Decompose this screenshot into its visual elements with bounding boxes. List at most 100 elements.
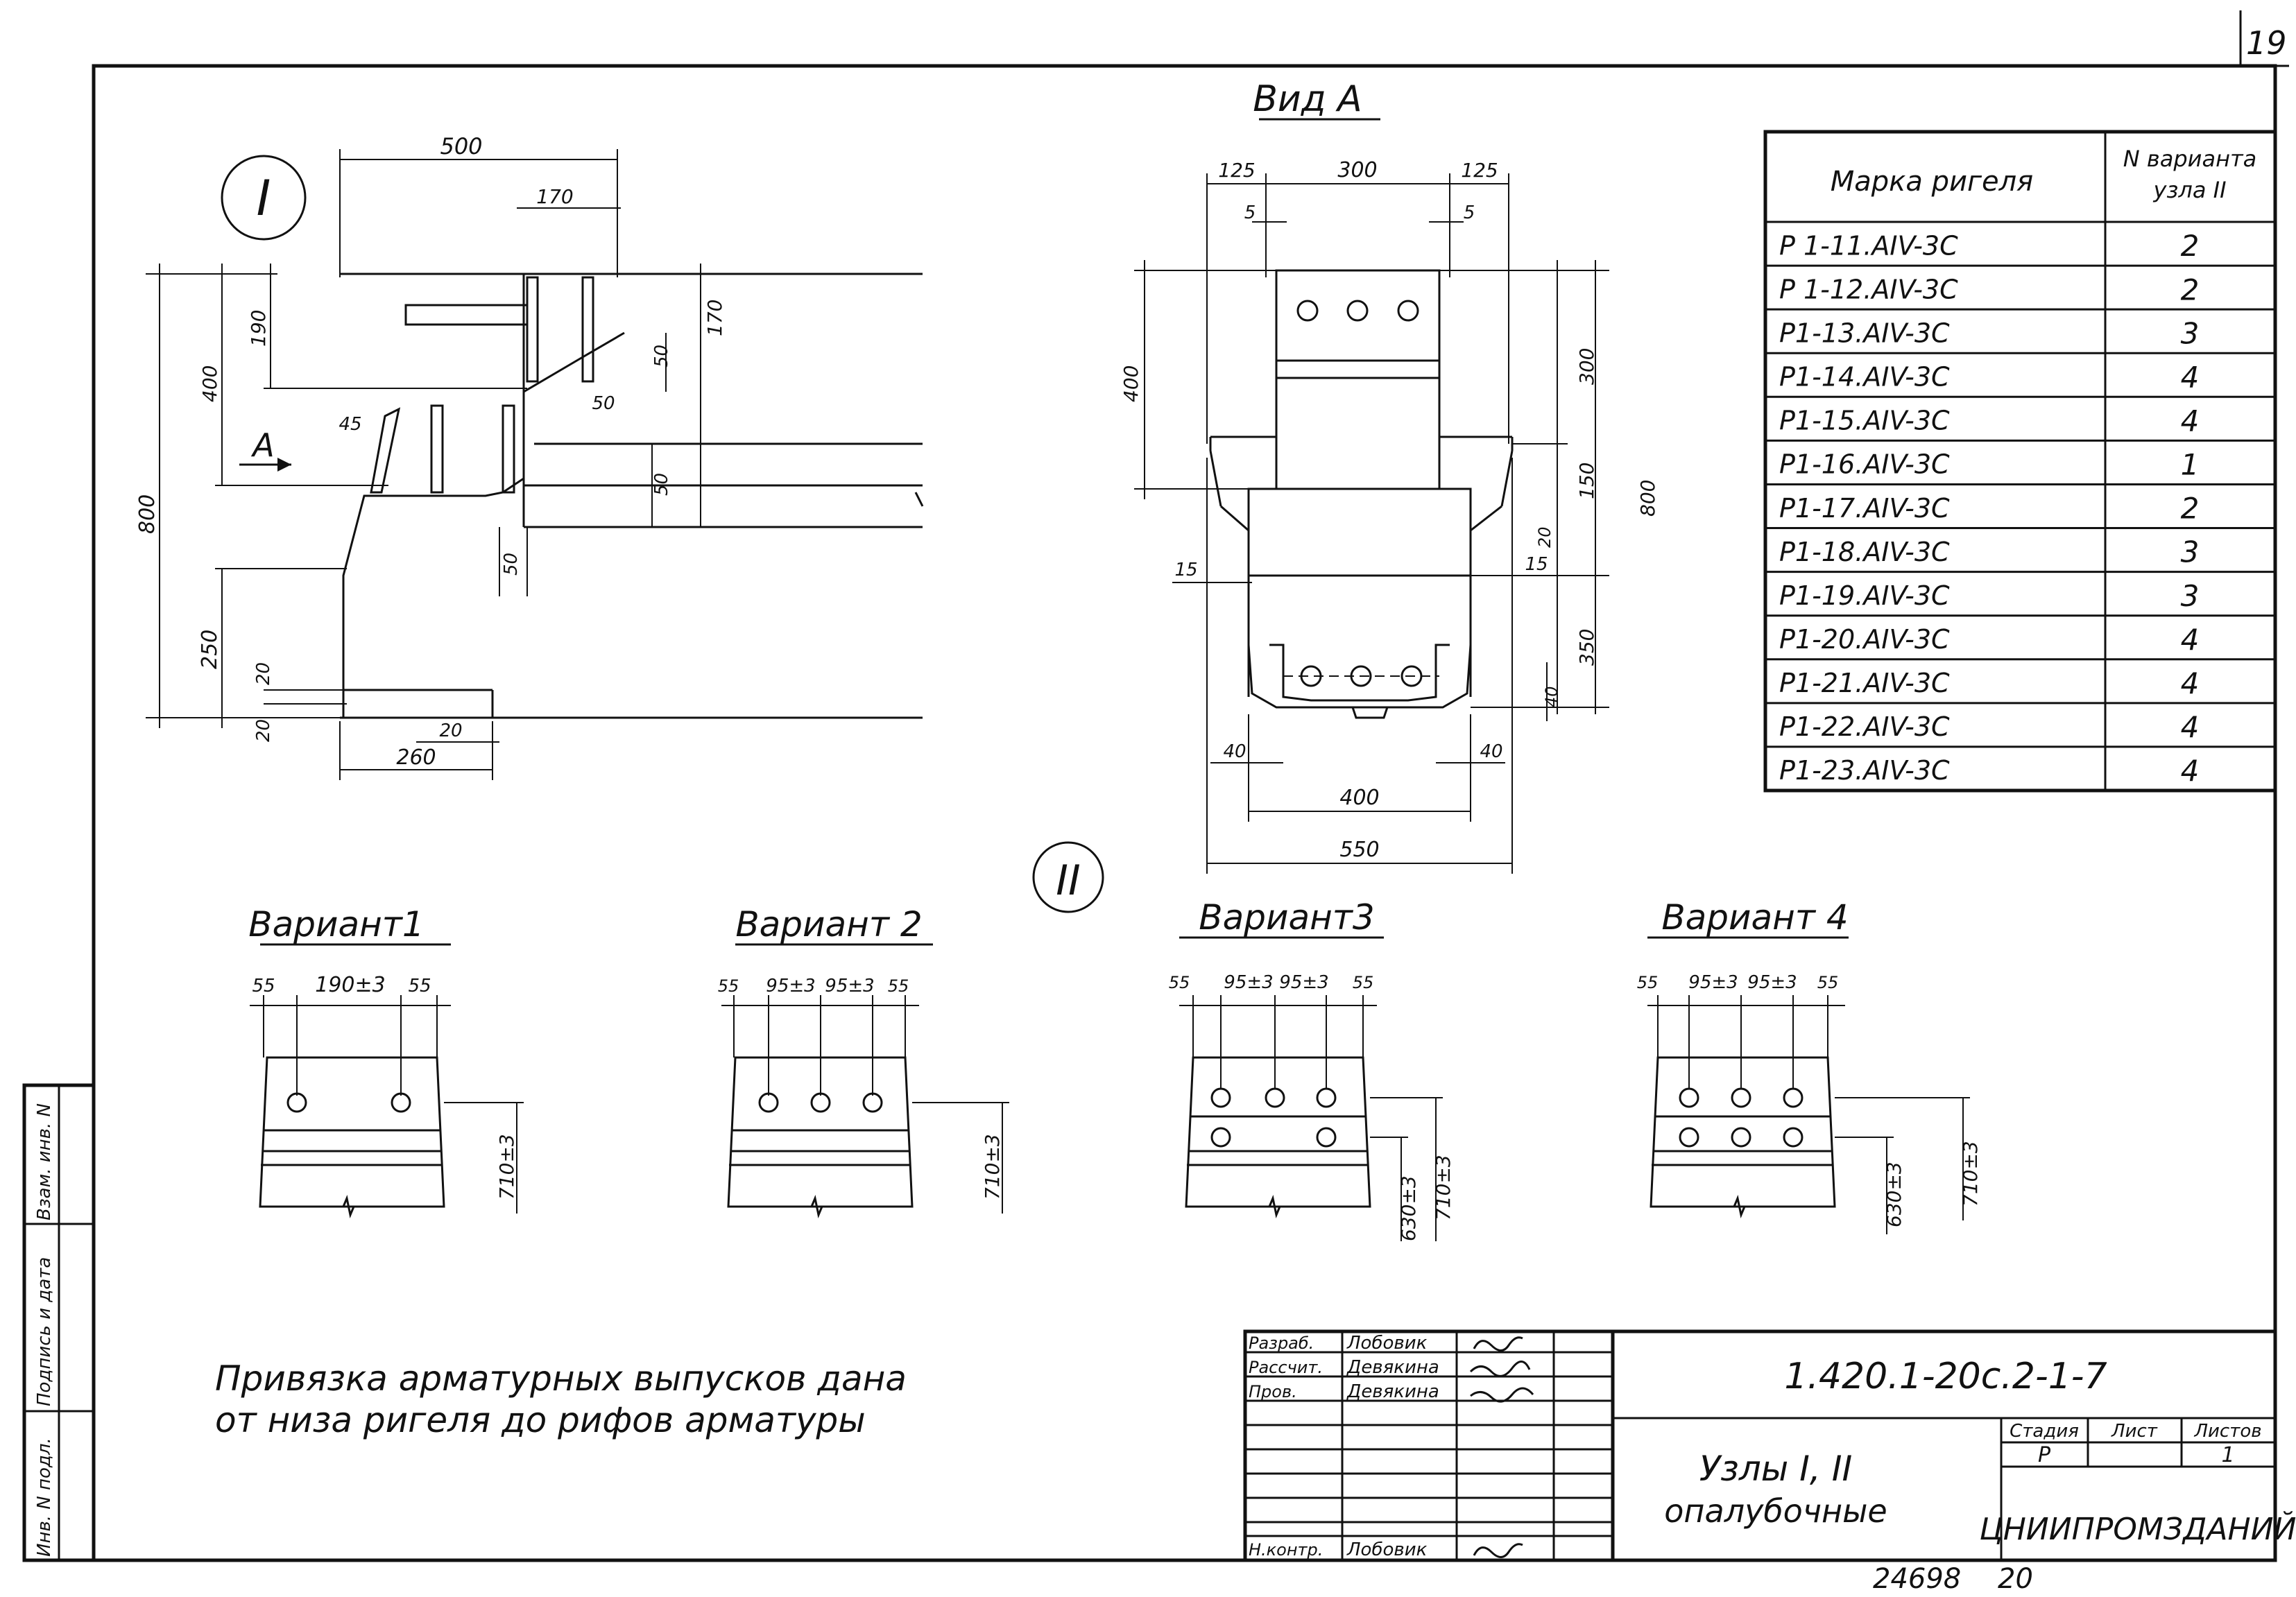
va-dim-300: 300 bbox=[1337, 158, 1377, 182]
table-row-variant: 2 bbox=[2181, 273, 2200, 307]
n1-dim-400: 400 bbox=[198, 365, 221, 402]
sheet-number: 19 bbox=[2246, 24, 2287, 62]
view-a-drawing bbox=[1134, 173, 1609, 874]
va-dim-300-right: 300 bbox=[1575, 348, 1598, 385]
archive-suffix: 20 bbox=[1998, 1563, 2033, 1595]
v4-dim-2: 95±3 bbox=[1688, 972, 1738, 993]
n1-dim-45: 45 bbox=[339, 414, 361, 435]
table-row-mark: Р1-18.АIV-3С bbox=[1779, 537, 1950, 567]
table-row-variant: 4 bbox=[2181, 666, 2200, 700]
va-dim-550: 550 bbox=[1339, 838, 1379, 862]
table-row-mark: Р1-15.АIV-3С bbox=[1779, 406, 1950, 436]
v1-dim-3: 55 bbox=[408, 976, 431, 996]
archive-number: 24698 bbox=[1873, 1563, 1961, 1595]
variant-2 bbox=[721, 995, 1009, 1219]
v1-side-710: 710±3 bbox=[495, 1134, 518, 1200]
signature-marks bbox=[1469, 1336, 1534, 1558]
tb-stage-label: Стадия bbox=[2010, 1421, 2079, 1442]
v4-side-710: 710±3 bbox=[1959, 1141, 1982, 1207]
v2-dim-2: 95±3 bbox=[766, 976, 815, 996]
variant-4 bbox=[1647, 995, 1970, 1234]
n1-dim-500: 500 bbox=[440, 133, 482, 159]
n1-dim-260: 260 bbox=[396, 745, 436, 770]
v3-dim-3: 95±3 bbox=[1279, 972, 1328, 993]
n1-dim-20-a: 20 bbox=[253, 662, 274, 685]
table-header-variant-2: узла II bbox=[2152, 177, 2226, 203]
table-row-mark: Р 1-12.АIV-3С bbox=[1779, 274, 1958, 304]
va-dim-40-bottom-left: 40 bbox=[1223, 741, 1246, 762]
va-dim-800-right: 800 bbox=[1636, 480, 1659, 517]
table-header-mark: Марка ригеля bbox=[1831, 166, 2033, 198]
table-row-variant: 4 bbox=[2181, 710, 2200, 744]
table-row-mark: Р 1-11.АIV-3С bbox=[1779, 230, 1958, 261]
drawing-frame bbox=[92, 10, 2289, 1562]
table-row-mark: Р1-14.АIV-3С bbox=[1779, 362, 1950, 392]
v3-side-710: 710±3 bbox=[1432, 1155, 1455, 1220]
title-block bbox=[1243, 1329, 2277, 1562]
n1-dim-20-c: 20 bbox=[439, 720, 462, 741]
variant-1-title: Вариант1 bbox=[248, 904, 424, 944]
table-row-variant: 4 bbox=[2181, 404, 2200, 438]
v1-dim-2: 190±3 bbox=[315, 973, 385, 997]
v4-dim-3: 95±3 bbox=[1747, 972, 1797, 993]
variant-1 bbox=[250, 995, 524, 1219]
table-row-variant: 3 bbox=[2181, 535, 2200, 569]
tb-name: Девякина bbox=[1346, 1381, 1439, 1402]
va-dim-125-right: 125 bbox=[1461, 159, 1498, 182]
table-row-mark: Р1-16.АIV-3С bbox=[1779, 449, 1950, 480]
tb-sheets-value: 1 bbox=[2221, 1443, 2234, 1467]
node-1-drawing bbox=[146, 149, 924, 780]
n1-dim-50-c: 50 bbox=[651, 473, 672, 496]
va-dim-400-left: 400 bbox=[1120, 365, 1142, 402]
table-row-variant: 1 bbox=[2181, 448, 2200, 482]
table-row-mark: Р1-23.АIV-3С bbox=[1779, 755, 1950, 786]
va-dim-400-bottom: 400 bbox=[1339, 786, 1379, 810]
va-dim-350: 350 bbox=[1575, 629, 1598, 666]
table-row-variant: 4 bbox=[2181, 360, 2200, 394]
table-row-mark: Р1-20.АIV-3С bbox=[1779, 624, 1950, 655]
table-row-mark: Р1-19.АIV-3С bbox=[1779, 580, 1950, 611]
table-row-variant: 4 bbox=[2181, 754, 2200, 788]
table-row-variant: 2 bbox=[2181, 492, 2200, 526]
v2-dim-3: 95±3 bbox=[825, 976, 874, 996]
strip-original-inv: Инв. N подл. bbox=[34, 1438, 55, 1557]
tb-role: Разраб. bbox=[1249, 1333, 1314, 1353]
tb-title-line-1: Узлы I, II bbox=[1699, 1449, 1852, 1489]
table-row-mark: Р1-17.АIV-3С bbox=[1779, 493, 1950, 524]
va-dim-20: 20 bbox=[1535, 526, 1554, 548]
v3-dim-1: 55 bbox=[1169, 973, 1190, 992]
table-row-variant: 3 bbox=[2181, 579, 2200, 613]
tb-name: Девякина bbox=[1346, 1357, 1439, 1378]
n1-dim-50-b: 50 bbox=[592, 393, 615, 414]
tb-designation: 1.420.1-20с.2-1-7 bbox=[1784, 1356, 2107, 1397]
variant-3-title: Вариант3 bbox=[1199, 897, 1374, 938]
va-dim-5-left: 5 bbox=[1244, 202, 1256, 223]
table-row-mark: Р1-21.АIV-3С bbox=[1779, 668, 1950, 698]
node-2-marker: II bbox=[1032, 841, 1104, 913]
va-dim-40-bottom-right: 40 bbox=[1480, 741, 1502, 762]
tb-title-line-2: опалубочные bbox=[1664, 1492, 1887, 1530]
va-dim-150: 150 bbox=[1575, 463, 1598, 499]
n1-dim-50-d: 50 bbox=[501, 553, 522, 576]
v3-dim-2: 95±3 bbox=[1224, 972, 1273, 993]
v2-dim-4: 55 bbox=[888, 976, 909, 996]
table-header-variant-1: N варианта bbox=[2123, 146, 2256, 172]
v4-dim-1: 55 bbox=[1637, 973, 1659, 992]
strip-signature-date: Подпись и дата bbox=[34, 1257, 55, 1406]
v4-side-630: 630±3 bbox=[1883, 1162, 1905, 1227]
table-row-variant: 4 bbox=[2181, 623, 2200, 657]
variant-table bbox=[1763, 130, 2277, 793]
tb-role: Пров. bbox=[1249, 1382, 1297, 1401]
variant-3 bbox=[1179, 995, 1443, 1241]
v1-dim-1: 55 bbox=[252, 976, 275, 996]
v2-side-710: 710±3 bbox=[981, 1134, 1004, 1200]
n1-dim-250: 250 bbox=[198, 630, 222, 669]
left-stamp-strip: Взам. инв. N Подпись и дата Инв. N подл. bbox=[22, 1083, 96, 1562]
va-dim-40-right: 40 bbox=[1542, 686, 1561, 707]
tb-sheet-label: Лист bbox=[2111, 1421, 2158, 1442]
table-row-mark: Р1-13.АIV-3С bbox=[1779, 318, 1950, 348]
n1-dim-170-right: 170 bbox=[703, 300, 726, 336]
table-row-mark: Р1-22.АIV-3С bbox=[1779, 711, 1950, 742]
n1-dim-50-a: 50 bbox=[651, 345, 672, 368]
tb-role: Рассчит. bbox=[1249, 1358, 1323, 1377]
